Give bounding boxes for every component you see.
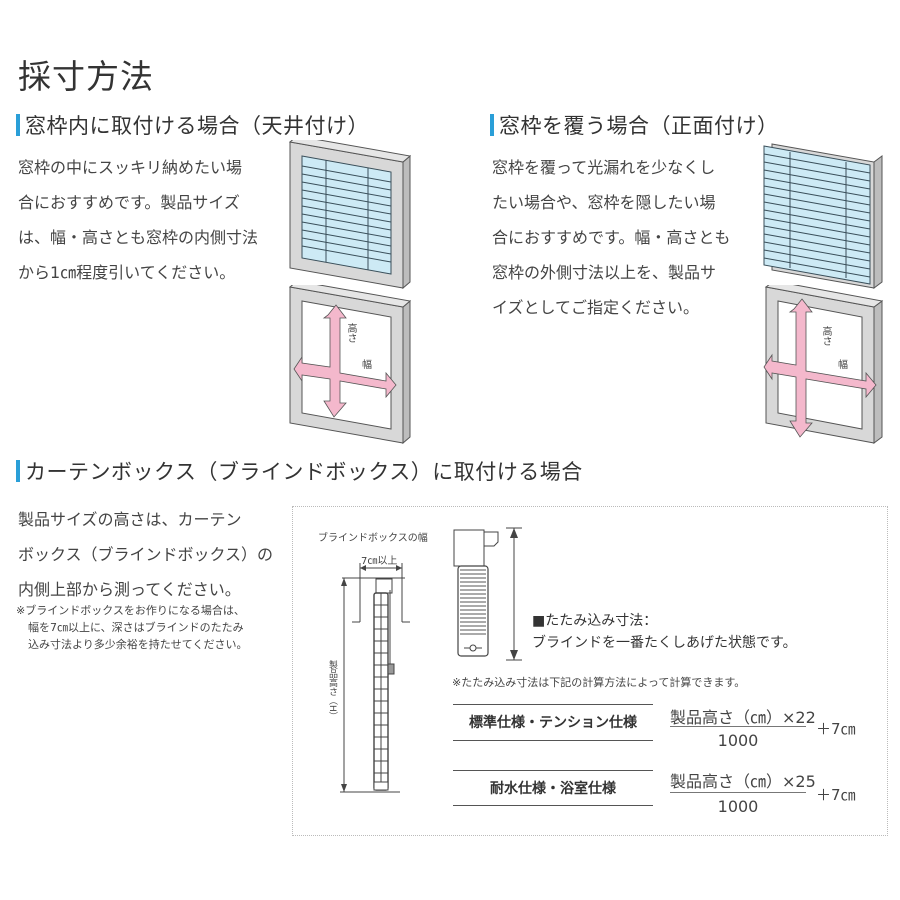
formula-numerator: 製品高さ（㎝）×22 (670, 708, 816, 727)
note-line: 幅を7㎝以上に、深さはブラインドのたたみ (28, 621, 244, 634)
section-inside-heading: 窓枠内に取付ける場合（天井付け） (16, 110, 369, 140)
blind-side-view-illustration (330, 560, 420, 800)
stack-title: ■たたみ込み寸法： (532, 613, 658, 629)
note-line: 込み寸法より多少余裕を持たせてください。 (28, 638, 248, 651)
section-cover-body: 窓枠を覆って光漏れを少なくし たい場合や、窓枠を隠したい場 合におすすめです。幅… (492, 150, 762, 325)
inside-mount-blind-illustration (288, 140, 413, 290)
formula-name: 耐水仕様・浴室仕様 (490, 781, 616, 797)
fraction-bar (670, 726, 806, 727)
formula-name: 標準仕様・テンション仕様 (469, 715, 637, 731)
formula-numerator: 製品高さ（㎝）×25 (670, 772, 816, 791)
formula-plus: ＋7㎝ (816, 786, 856, 804)
outside-mount-measure-illustration (762, 285, 887, 445)
section-box-heading: カーテンボックス（ブラインドボックス）に取付ける場合 (16, 456, 583, 486)
section-cover-heading: 窓枠を覆う場合（正面付け） (490, 110, 779, 140)
calc-note: ※たたみ込み寸法は下記の計算方法によって計算できます。 (452, 676, 746, 689)
divider (453, 770, 653, 771)
section-inside-body: 窓枠の中にスッキリ納めたい場 合におすすめです。製品サイズ は、幅・高さとも窓枠… (18, 150, 288, 290)
outside-width-label: 幅 (838, 360, 848, 371)
text-line: 合におすすめです。幅・高さとも (492, 228, 731, 247)
divider (453, 704, 653, 705)
text-line: ボックス（ブラインドボックス）の (18, 545, 274, 564)
formula-row-standard: 標準仕様・テンション仕様 (453, 712, 653, 732)
inside-mount-measure-illustration (288, 285, 413, 445)
fraction-bar (670, 792, 806, 793)
text-line: 内側上部から測ってください。 (18, 580, 241, 599)
section-cover-heading-text: 窓枠を覆う場合（正面付け） (499, 114, 779, 138)
min-width-label: 7㎝以上 (361, 556, 398, 567)
heading-accent-bar (16, 114, 20, 136)
formula-plus: ＋7㎝ (816, 720, 856, 738)
divider (453, 805, 653, 806)
formula-row-waterproof: 耐水仕様・浴室仕様 (453, 778, 653, 798)
inside-width-label: 幅 (362, 360, 372, 371)
outside-height-label: 高さ (820, 326, 831, 346)
text-line: 窓枠の外側寸法以上を、製品サ (492, 263, 717, 282)
note-line: ※ブラインドボックスをお作りになる場合は、 (16, 604, 245, 617)
formula-denominator: 1000 (717, 797, 759, 816)
text-line: は、幅・高さとも窓枠の内側寸法 (18, 228, 259, 247)
text-line: 合におすすめです。製品サイズ (18, 193, 240, 212)
formula-denominator: 1000 (717, 731, 759, 750)
outside-mount-blind-illustration (762, 140, 887, 290)
heading-accent-bar (490, 114, 494, 136)
section-box-note: ※ブラインドボックスをお作りになる場合は、 幅を7㎝以上に、深さはブラインドのた… (16, 602, 288, 653)
heading-accent-bar (16, 460, 20, 482)
section-inside-heading-text: 窓枠内に取付ける場合（天井付け） (25, 114, 369, 138)
product-height-label: 製品高さ（H） (327, 660, 337, 721)
text-line: イズとしてご指定ください。 (492, 298, 700, 317)
box-width-label: ブラインドボックスの幅 (318, 533, 428, 544)
divider (453, 740, 653, 741)
text-line: 窓枠を覆って光漏れを少なくし (492, 158, 716, 177)
box-mount-diagram-panel (292, 506, 888, 836)
stacked-blind-illustration (450, 524, 525, 669)
text-line: たい場合や、窓枠を隠したい場 (492, 193, 716, 212)
section-box-heading-text: カーテンボックス（ブラインドボックス）に取付ける場合 (25, 460, 583, 484)
text-line: 製品サイズの高さは、カーテン (18, 510, 242, 529)
text-line: 窓枠の中にスッキリ納めたい場 (18, 158, 243, 177)
text-line: から1㎝程度引いてください。 (18, 263, 236, 282)
stack-desc: ブラインドを一番たくしあげた状態です。 (532, 635, 797, 651)
page-title: 採寸方法 (18, 57, 154, 96)
inside-height-label: 高さ (345, 323, 356, 343)
stack-description: ■たたみ込み寸法： ブラインドを一番たくしあげた状態です。 (532, 610, 797, 654)
section-box-body: 製品サイズの高さは、カーテン ボックス（ブラインドボックス）の 内側上部から測っ… (18, 502, 288, 607)
